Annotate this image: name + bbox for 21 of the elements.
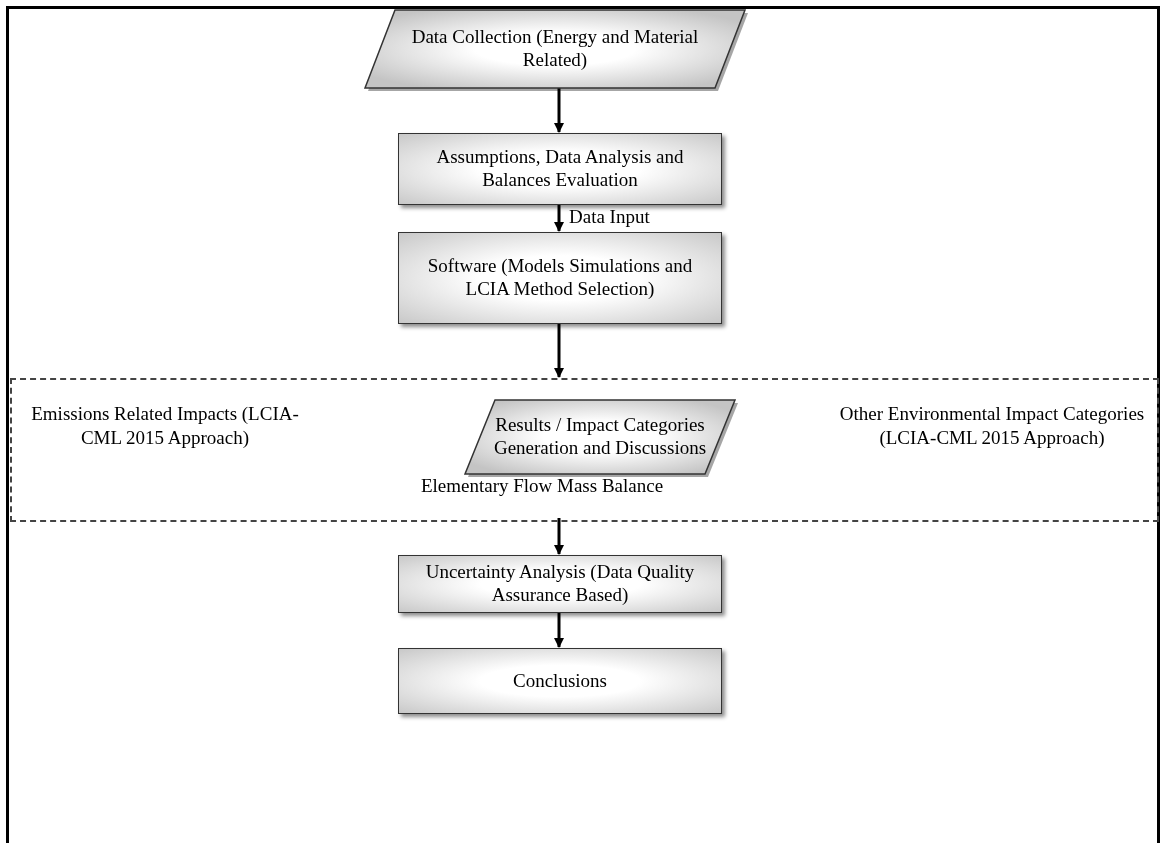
data-parallelogram xyxy=(465,400,735,474)
arrow xyxy=(554,205,564,232)
node-text: Results / Impact Categories Generation and Discussions xyxy=(492,414,708,460)
arrow xyxy=(554,88,564,133)
node-text: Data Collection (Energy and Material Related) xyxy=(410,26,700,72)
process-box xyxy=(398,133,722,205)
process-box xyxy=(398,555,722,613)
node-text: Software (Models Simulations and LCIA Method Selection) xyxy=(426,255,694,301)
arrow xyxy=(554,324,564,378)
group-text: Elementary Flow Mass Balance xyxy=(419,474,665,498)
node-text: Assumptions, Data Analysis and Balances Evaluation xyxy=(435,146,685,192)
group-text: Other Environmental Impact Categories (LCIA-CML 2015 Approach) xyxy=(838,402,1146,450)
arrow xyxy=(554,613,564,648)
data-parallelogram xyxy=(365,10,745,88)
arrow xyxy=(554,518,564,555)
node-text: Conclusions xyxy=(512,669,608,693)
group-text: Emissions Related Impacts (LCIA-CML 2015 Approach) xyxy=(30,402,300,450)
node-text: Uncertainty Analysis (Data Quality Assurance Based) xyxy=(424,561,696,607)
dashed-group-box xyxy=(10,378,1159,522)
process-box xyxy=(398,648,722,714)
process-box xyxy=(398,232,722,324)
